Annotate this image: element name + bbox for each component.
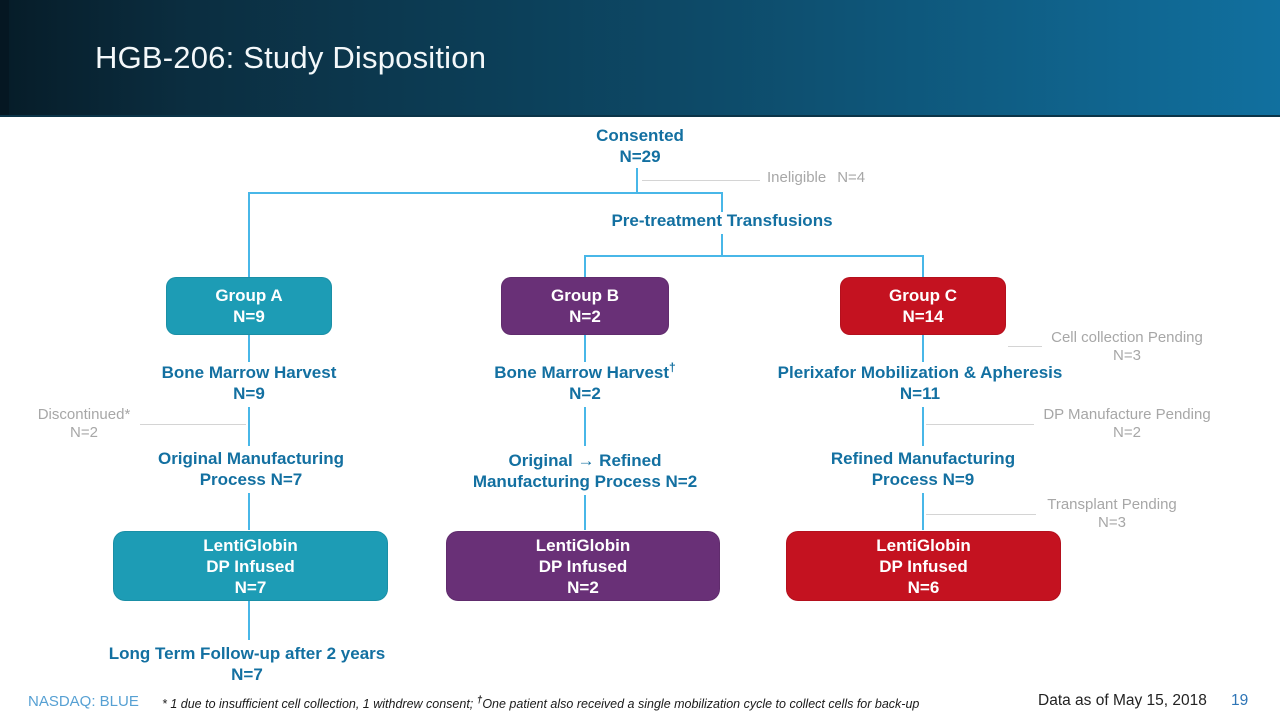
footnote-star-part: * 1 due to insufficient cell collection,… (162, 697, 477, 712)
node-long-term-followup: Long Term Follow-up after 2 years N=7 (77, 643, 417, 685)
dp-manufacture-pending-n: N=2 (1113, 424, 1141, 441)
cell-collection-pending-label: Cell collection Pending (1051, 329, 1203, 346)
node-original-manufacturing: Original Manufacturing Process N=7 (111, 448, 391, 490)
infused-b-line2: DP Infused (538, 556, 628, 576)
footnote-dagger: † (476, 695, 483, 706)
harvest-c-n: N=11 (899, 384, 941, 403)
footnote: * 1 due to insufficient cell collection,… (162, 695, 919, 711)
transplant-pending-label: Transplant Pending (1047, 496, 1177, 513)
ineligible-note: Ineligible N=4 (767, 169, 865, 187)
cell-collection-pending-note: Cell collection Pending N=3 (1032, 329, 1222, 365)
connector-groupA-drop (248, 192, 250, 278)
connector-groupB-harvest (584, 334, 586, 362)
node-pretreatment-transfusions: Pre-treatment Transfusions (611, 211, 833, 230)
node-bone-marrow-harvest-b: Bone Marrow Harvest† N=2 (435, 360, 735, 404)
header-left-edge-strip (0, 0, 9, 115)
node-plerixafor-apheresis: Plerixafor Mobilization & Apheresis N=11 (740, 362, 1100, 404)
dagger-superscript: † (669, 360, 676, 375)
harvest-b-n: N=2 (569, 384, 601, 403)
group-b-name: Group B (551, 286, 619, 305)
harvest-c-label: Plerixafor Mobilization & Apheresis (777, 363, 1063, 382)
infused-b-line1: LentiGlobin (535, 535, 631, 555)
ineligible-n: N=4 (837, 169, 866, 186)
connector-groupC-drop (922, 255, 924, 278)
infused-a-line1: LentiGlobin (203, 535, 298, 555)
group-b-box: Group B N=2 (501, 277, 669, 335)
connector-mfgC-infused (922, 493, 924, 530)
connector-harvestA-mfg (248, 407, 250, 446)
ineligible-label: Ineligible (767, 169, 827, 186)
connector-mfgB-infused (584, 495, 586, 530)
node-bone-marrow-harvest-a: Bone Marrow Harvest N=9 (109, 362, 389, 404)
connector-harvestC-mfg (922, 407, 924, 446)
harvest-a-label: Bone Marrow Harvest (161, 363, 337, 382)
node-original-to-refined: Original → Refined Manufacturing Process… (425, 450, 745, 492)
connector-dp-manufacture-pending (926, 424, 1034, 425)
infused-a-line2: DP Infused (206, 556, 295, 576)
group-a-box: Group A N=9 (166, 277, 332, 335)
discontinued-n: N=2 (70, 424, 98, 441)
connector-harvestB-mfg (584, 407, 586, 446)
group-c-name: Group C (889, 286, 957, 305)
connector-groupA-harvest (248, 334, 250, 362)
group-c-n: N=14 (902, 307, 944, 326)
footnote-dagger-part: One patient also received a single mobil… (482, 697, 920, 712)
infused-c-line1: LentiGlobin (876, 535, 971, 555)
discontinued-label: Discontinued* (37, 406, 131, 423)
slide-header: HGB-206: Study Disposition (0, 0, 1280, 117)
connector-pretreatment-drop (721, 192, 723, 212)
mfg-b-line2: Manufacturing Process N=2 (472, 472, 698, 491)
followup-n: N=7 (231, 665, 263, 684)
mfg-a-line2: Process N=7 (199, 470, 303, 489)
node-refined-manufacturing: Refined Manufacturing Process N=9 (773, 448, 1073, 490)
connector-pretreatment-down (721, 234, 723, 257)
dp-manufacture-pending-label: DP Manufacture Pending (1043, 406, 1211, 423)
infused-c-line2: DP Infused (879, 556, 968, 576)
lentiglobin-infused-a-box: LentiGlobin DP Infused N=7 (113, 531, 388, 601)
group-a-name: Group A (215, 286, 283, 305)
node-consented: Consented N=29 (550, 125, 730, 167)
lentiglobin-infused-b-box: LentiGlobin DP Infused N=2 (446, 531, 720, 601)
mfg-c-line1: Refined Manufacturing (830, 449, 1016, 468)
mfg-a-line1: Original Manufacturing (157, 449, 345, 468)
connector-mfgA-infused (248, 493, 250, 530)
cell-collection-pending-n: N=3 (1113, 347, 1141, 364)
dp-manufacture-pending-note: DP Manufacture Pending N=2 (1022, 406, 1232, 442)
transplant-pending-note: Transplant Pending N=3 (1017, 496, 1207, 532)
transplant-pending-n: N=3 (1098, 514, 1126, 531)
connector-cell-collection-pending (1008, 346, 1042, 347)
consented-n: N=29 (619, 147, 661, 166)
connector-infusedA-followup (248, 601, 250, 640)
discontinued-note: Discontinued* N=2 (24, 406, 144, 442)
infused-a-n: N=7 (234, 577, 267, 597)
connector-groupB-drop (584, 255, 586, 278)
mfg-c-line2: Process N=9 (871, 470, 975, 489)
connector-consented-down (636, 168, 638, 194)
consented-label: Consented (596, 126, 684, 145)
connector-transplant-pending (926, 514, 1036, 515)
harvest-a-n: N=9 (233, 384, 265, 403)
connector-discontinued (140, 424, 246, 425)
connector-junction-top (248, 192, 723, 194)
connector-ineligible (642, 180, 760, 181)
group-c-box: Group C N=14 (840, 277, 1006, 335)
harvest-b-label: Bone Marrow Harvest† (494, 360, 676, 382)
nasdaq-ticker: NASDAQ: BLUE (28, 693, 139, 710)
followup-line1: Long Term Follow-up after 2 years (108, 644, 386, 663)
mfg-b-line1: Original → Refined (508, 451, 662, 470)
page-number: 19 (1231, 692, 1249, 709)
group-a-n: N=9 (233, 307, 265, 326)
slide-title: HGB-206: Study Disposition (95, 40, 487, 75)
infused-c-n: N=6 (907, 577, 940, 597)
group-b-n: N=2 (569, 307, 601, 326)
infused-b-n: N=2 (567, 577, 599, 597)
data-as-of-date: Data as of May 15, 2018 (1038, 692, 1207, 709)
connector-junction-bc (584, 255, 924, 257)
connector-groupC-harvest (922, 334, 924, 362)
lentiglobin-infused-c-box: LentiGlobin DP Infused N=6 (786, 531, 1061, 601)
